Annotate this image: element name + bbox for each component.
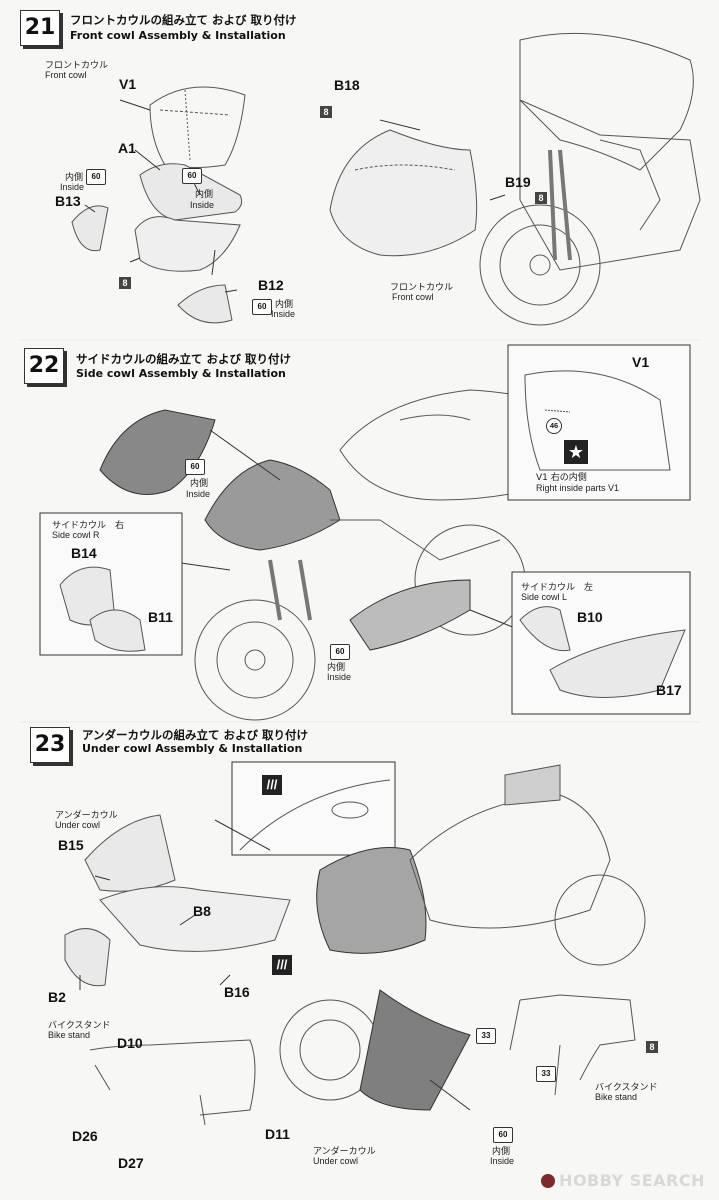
star-icon: ★ xyxy=(564,440,588,464)
part-a1: A1 xyxy=(118,140,136,156)
under-cowl-jp-2: アンダーカウル xyxy=(313,1147,376,1157)
part-b11: B11 xyxy=(148,609,173,625)
inside-label-jp-5: 内側 xyxy=(327,663,346,673)
side-cowl-l-jp: サイドカウル 左 xyxy=(521,583,594,593)
part-d26: D26 xyxy=(72,1128,98,1144)
bike-stand-jp-2: バイクスタンド xyxy=(595,1083,658,1093)
watermark-text: HOBBY SEARCH xyxy=(559,1171,705,1190)
inside-label-jp: 内側 xyxy=(65,173,84,183)
step-number-21: 21 xyxy=(20,10,60,46)
part-b13: B13 xyxy=(55,193,81,209)
part-d10: D10 xyxy=(117,1035,143,1051)
paint-8-badge-3: 8 xyxy=(535,192,547,204)
decal-icon: /// xyxy=(262,775,282,795)
under-cowl-en: Under cowl xyxy=(55,820,101,830)
part-b14: B14 xyxy=(71,545,97,561)
part-b18: B18 xyxy=(334,77,360,93)
step-title-en-21: Front cowl Assembly & Installation xyxy=(70,29,286,42)
side-cowl-l-en: Side cowl L xyxy=(521,592,568,602)
part-b17: B17 xyxy=(656,682,682,698)
side-cowl-r-jp: サイドカウル 右 xyxy=(52,521,125,531)
hobby-search-logo-icon xyxy=(541,1174,556,1188)
step-number-22: 22 xyxy=(24,348,64,384)
under-cowl-en-2: Under cowl xyxy=(313,1156,359,1166)
under-cowl-jp: アンダーカウル xyxy=(55,811,118,821)
step-title-jp-22: サイドカウルの組み立て および 取り付け xyxy=(76,352,292,366)
bike-stand-jp: バイクスタンド xyxy=(48,1021,111,1031)
watermark: HOBBY SEARCH xyxy=(541,1171,705,1190)
inside-label-en-5: Inside xyxy=(327,672,352,682)
part-v1: V1 xyxy=(119,76,137,92)
paint-60-badge-4: 60 xyxy=(185,459,205,475)
paint-33-badge-2: 33 xyxy=(536,1066,556,1082)
part-b10: B10 xyxy=(577,609,603,625)
paint-60-badge: 60 xyxy=(86,169,106,185)
front-cowl-label-en-2: Front cowl xyxy=(392,292,434,302)
front-cowl-label-en: Front cowl xyxy=(45,70,87,80)
paint-60-badge-5: 60 xyxy=(330,644,350,660)
decal-46-badge: 46 xyxy=(546,418,562,434)
paint-8-badge: 8 xyxy=(119,277,131,289)
bike-stand-en-2: Bike stand xyxy=(595,1092,638,1102)
paint-60-badge-3: 60 xyxy=(252,299,272,315)
paint-8-badge-2: 8 xyxy=(320,106,332,118)
step-title-en-23: Under cowl Assembly & Installation xyxy=(82,742,303,755)
part-b19: B19 xyxy=(505,174,531,190)
paint-60-badge-6: 60 xyxy=(493,1127,513,1143)
front-cowl-label-jp-2: フロントカウル xyxy=(390,283,454,293)
part-b15: B15 xyxy=(58,837,84,853)
inside-label-jp-4: 内側 xyxy=(190,479,209,489)
paint-33-badge: 33 xyxy=(476,1028,496,1044)
step-title-jp-23: アンダーカウルの組み立て および 取り付け xyxy=(82,728,309,742)
inside-label-en-6: Inside xyxy=(490,1156,515,1166)
part-b8: B8 xyxy=(193,903,211,919)
step-title-jp-21: フロントカウルの組み立て および 取り付け xyxy=(70,13,297,27)
part-b12: B12 xyxy=(258,277,284,293)
inside-label-jp-3: 内側 xyxy=(275,300,294,310)
inside-label-en: Inside xyxy=(60,182,85,192)
inside-label-en-4: Inside xyxy=(186,489,211,499)
callout-label-jp: V1 右の内側 xyxy=(536,473,587,483)
step-number-23: 23 xyxy=(30,727,70,763)
callout-label-en: Right inside parts V1 xyxy=(536,483,620,493)
inside-label-jp-6: 内側 xyxy=(492,1147,511,1157)
part-d27: D27 xyxy=(118,1155,144,1171)
decal-icon-2: /// xyxy=(272,955,292,975)
part-b2: B2 xyxy=(48,989,66,1005)
part-d11: D11 xyxy=(265,1126,290,1142)
step-title-en-22: Side cowl Assembly & Installation xyxy=(76,367,286,380)
inside-label-en-2: Inside xyxy=(190,200,215,210)
paint-8-badge-4: 8 xyxy=(646,1041,658,1053)
bike-stand-en: Bike stand xyxy=(48,1030,91,1040)
callout-part-v1: V1 xyxy=(632,354,650,370)
side-cowl-r-en: Side cowl R xyxy=(52,530,100,540)
inside-label-en-3: Inside xyxy=(271,309,296,319)
inside-label-jp-2: 内側 xyxy=(195,190,214,200)
paint-60-badge-2: 60 xyxy=(182,168,202,184)
front-cowl-label-jp: フロントカウル xyxy=(45,61,109,71)
part-b16: B16 xyxy=(224,984,250,1000)
